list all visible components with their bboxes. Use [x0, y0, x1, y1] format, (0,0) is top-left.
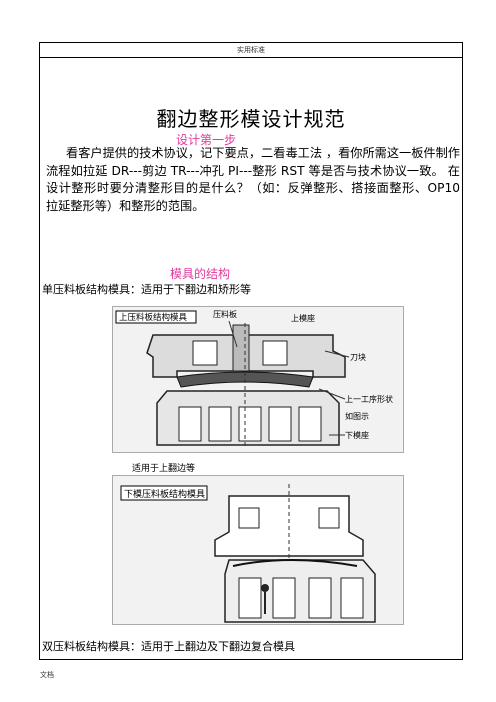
- step1-heading: 设计第一步: [176, 133, 237, 147]
- figure-single-pad-die: 上压料板结构模具 压料板 上模座 刀块 模仁 上一工序形状 如图示 下模座: [112, 306, 404, 453]
- header-rule: [40, 57, 462, 58]
- label-pad: 压料板: [213, 309, 237, 319]
- die-drawing-2: 下模压料板结构模具: [120, 484, 376, 624]
- label-upper-die: 上模座: [291, 313, 315, 323]
- document-title: 翻边整形模设计规范: [156, 107, 346, 131]
- figure-lower-pad-die: 下模压料板结构模具: [112, 475, 404, 625]
- page-frame: 实用标准 翻边整形模设计规范 设计第一步 看客户提供的技术协议，记下要点，二看毒…: [39, 42, 463, 660]
- die-drawing-1: 上压料板结构模具 压料板 上模座 刀块 模仁 上一工序形状 如图示 下模座: [115, 309, 393, 449]
- label-lower-die: 下模座: [345, 430, 369, 440]
- label-knife: 刀块: [350, 352, 366, 362]
- label-box-2: 下模压料板结构模具: [124, 488, 205, 500]
- footer-text: 文档: [40, 671, 54, 679]
- figure2-caption: 适用于上翻边等: [132, 464, 196, 474]
- header-text: 实用标准: [237, 46, 265, 54]
- intro-paragraph: 看客户提供的技术协议，记下要点，二看毒工法 ，看你所需这一板件制作流程如拉延 D…: [46, 146, 460, 213]
- single-pad-line: 单压料板结构模具：适用于下翻边和矫形等: [42, 283, 251, 296]
- label-prev-shape: 上一工序形状: [345, 394, 393, 404]
- structure-heading: 模具的结构: [170, 267, 231, 281]
- label-as-shown: 如图示: [345, 411, 369, 421]
- label-box: 上压料板结构模具: [119, 312, 188, 323]
- double-pad-line: 双压料板结构模具：适用于上翻边及下翻边复合模具: [42, 640, 295, 653]
